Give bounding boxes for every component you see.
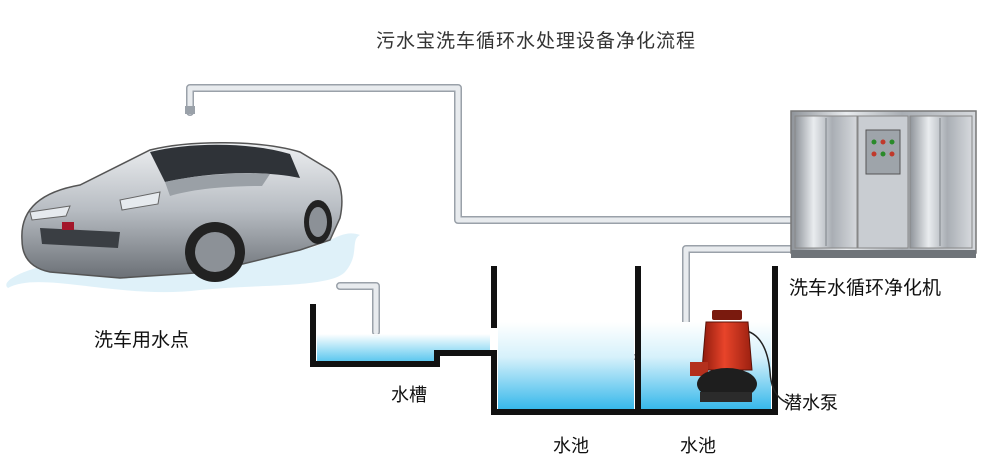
car-illustration (21, 141, 343, 282)
diagram-title: 污水宝洗车循环水处理设备净化流程 (376, 30, 697, 52)
tank-walls (310, 266, 778, 415)
label-pump: 潜水泵 (784, 393, 838, 414)
label-pool-1: 水池 (553, 436, 589, 457)
pipe-to-trough (336, 282, 380, 336)
pool1-water (498, 322, 634, 410)
label-machine: 洗车水循环净化机 (789, 277, 942, 299)
label-trough: 水槽 (391, 385, 427, 406)
trough-water (317, 334, 490, 362)
trough-wall (310, 266, 778, 415)
faucet-nozzle (185, 106, 195, 114)
label-pool-2: 水池 (680, 436, 716, 457)
machine-illustration (790, 110, 977, 258)
label-car-point: 洗车用水点 (94, 329, 190, 351)
pump-illustration (690, 310, 791, 405)
